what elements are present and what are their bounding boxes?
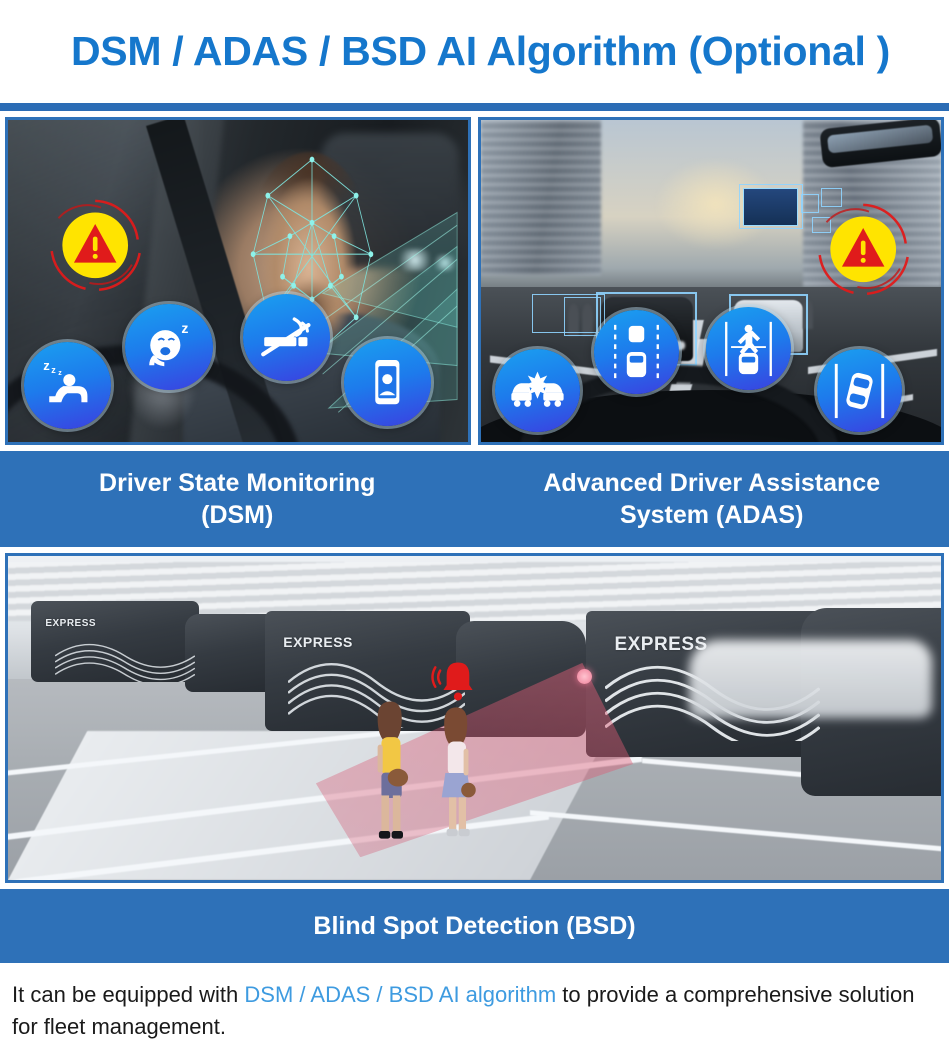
adas-pedestrian [582, 303, 594, 336]
adas-buildings-left [481, 120, 601, 275]
svg-text:z: z [52, 366, 57, 376]
adas-detected-sign [743, 187, 799, 227]
bsd-truck-label: EXPRESS [614, 633, 708, 655]
bsd-caption: Blind Spot Detection (BSD) [313, 911, 636, 940]
top-panel-row: z z z z [0, 117, 949, 445]
bsd-truck-label: EXPRESS [45, 617, 97, 629]
dsm-feature-yawning-fatigue-icon[interactable]: z [125, 303, 213, 391]
bsd-scene: EXPRESS EXPRESS [8, 556, 941, 880]
footer-highlight-text: DSM / ADAS / BSD AI algorithm [244, 982, 557, 1007]
adas-detection-box [738, 184, 803, 230]
dsm-cabin-light-secondary [431, 255, 459, 272]
adas-feature-pedestrian-collision-warning-icon[interactable] [706, 306, 792, 391]
svg-text:z: z [59, 371, 63, 378]
page-title-bar: DSM / ADAS / BSD AI Algorithm (Optional … [0, 0, 949, 103]
dsm-caption-line1: Driver State Monitoring [99, 468, 376, 497]
divider-gap [0, 111, 949, 117]
dsm-feature-phone-use-icon[interactable] [343, 338, 432, 426]
bsd-truck-label: EXPRESS [283, 633, 353, 650]
bsd-sensor-point [577, 669, 593, 685]
adas-image-panel [478, 117, 944, 445]
bsd-passing-vehicle-blurred [689, 640, 932, 718]
adas-caption-line1: Advanced Driver Assistance [543, 468, 881, 497]
adas-detection-box [821, 187, 843, 207]
adas-warning-alert-icon [808, 201, 918, 298]
dsm-caption: Driver State Monitoring (DSM) [0, 451, 475, 547]
bsd-pedestrian-right [419, 705, 494, 851]
adas-caption: Advanced Driver Assistance System (ADAS) [475, 451, 949, 547]
bsd-image-panel: EXPRESS EXPRESS [5, 553, 944, 883]
bsd-alarm-bell-icon [423, 656, 493, 708]
footer-tail-text: to provide a comprehensive solution for … [12, 982, 915, 1039]
adas-detection-box-pedestrian [563, 297, 601, 336]
footer-lead-text: It can be equipped with [12, 982, 245, 1007]
bsd-caption-bar: Blind Spot Detection (BSD) [0, 889, 949, 963]
adas-pedestrian [568, 303, 580, 336]
page-title: DSM / ADAS / BSD AI Algorithm (Optional … [70, 28, 891, 74]
adas-feature-lane-departure-warning-icon[interactable] [816, 348, 902, 433]
svg-text:z: z [181, 320, 188, 336]
adas-feature-forward-collision-warning-icon[interactable] [494, 348, 580, 433]
adas-detection-box [812, 216, 831, 233]
bsd-truck-swirl-graphic [54, 621, 196, 686]
adas-feature-headway-monitoring-icon[interactable] [593, 309, 679, 394]
adas-pedestrian [803, 300, 814, 330]
bsd-truck-cab-mid [455, 620, 587, 738]
adas-scene [481, 120, 941, 442]
bsd-pedestrian-left [353, 699, 428, 851]
title-divider-rule [0, 103, 949, 111]
dsm-scene: z z z z [8, 120, 468, 442]
dsm-image-panel: z z z z [5, 117, 471, 445]
dsm-feature-distracted-head-down-icon[interactable]: z z z [24, 342, 112, 430]
svg-text:z: z [44, 359, 51, 374]
dsm-caption-line2: (DSM) [201, 501, 274, 529]
adas-detection-box [531, 293, 606, 333]
adas-detection-box [800, 194, 820, 214]
dsm-cabin-light [394, 248, 436, 272]
adas-caption-line2: System (ADAS) [620, 501, 804, 529]
bsd-truck-trailer-mid [264, 611, 470, 731]
dsm-feature-no-smoking-icon[interactable] [242, 293, 330, 381]
top-caption-bar: Driver State Monitoring (DSM) Advanced D… [0, 451, 949, 547]
footer-description: It can be equipped with DSM / ADAS / BSD… [0, 963, 949, 1043]
dsm-warning-alert-icon [40, 197, 150, 294]
